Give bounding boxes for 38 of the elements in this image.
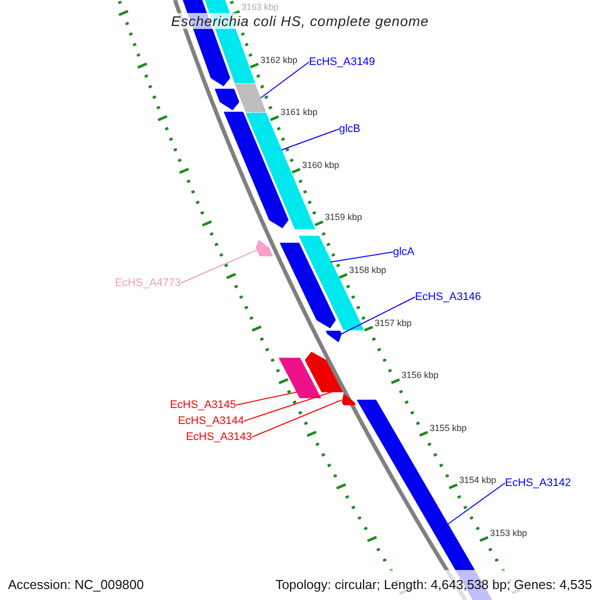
gene-label: EcHS_A4773: [114, 277, 181, 289]
gene-segment: [304, 352, 342, 392]
scale-label: 3154 kbp: [459, 475, 496, 486]
gene-label: EcHS_A3149: [309, 56, 376, 68]
leader-line: [236, 392, 298, 406]
gene-segment: [326, 331, 342, 342]
gene-label: EcHS_A3142: [505, 477, 572, 489]
leader-line: [446, 482, 506, 526]
scale-label: 3162 kbp: [260, 54, 298, 66]
leader-line: [330, 252, 394, 262]
gene-label: glcB: [339, 123, 360, 135]
leader-line: [180, 250, 258, 284]
gene-label: glcA: [393, 246, 414, 258]
leader-line: [260, 62, 310, 98]
gene-label: EcHS_A3143: [186, 431, 252, 443]
leader-line: [252, 400, 342, 438]
gene-label: EcHS_A3146: [415, 291, 482, 303]
gene-segment: [256, 240, 273, 256]
scale-label: 3158 kbp: [349, 265, 386, 276]
footer-text: Topology: circular; Length: 4,643,538 bp; Genes: 4,535: [275, 576, 592, 594]
scale-label: 3156 kbp: [401, 370, 439, 382]
gene-label: EcHS_A3144: [178, 415, 244, 427]
scale-label: 3161 kbp: [280, 107, 318, 118]
scale-label: 3160 kbp: [302, 160, 340, 171]
gene-segment: [342, 394, 356, 405]
scale-label: 3163 kbp: [241, 2, 278, 13]
footer-text: Accession: NC_009800: [8, 576, 144, 594]
leader-line: [280, 128, 340, 150]
gene-segment: [279, 358, 322, 398]
scale-label: 3153 kbp: [490, 528, 528, 539]
gene-segment: [235, 84, 266, 112]
scale-label: 3155 kbp: [430, 422, 467, 434]
gene-segment: [215, 89, 240, 110]
leader-line: [244, 392, 332, 422]
gene-segment: [280, 243, 336, 328]
gene-label: EcHS_A3145: [170, 399, 236, 411]
scale-label: 3157 kbp: [374, 318, 412, 329]
scale-label: 3159 kbp: [324, 212, 362, 224]
